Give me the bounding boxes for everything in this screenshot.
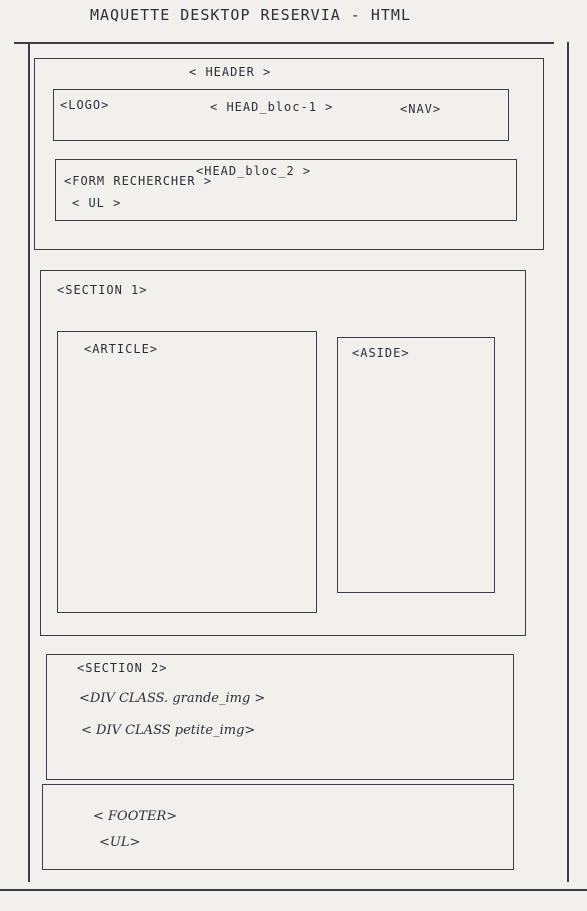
- section-1: <SECTION 1> <ARTICLE> <ASIDE>: [40, 270, 526, 636]
- header-block: < HEADER > <LOGO> < HEAD_bloc-1 > <NAV> …: [34, 58, 544, 250]
- header-label: < HEADER >: [189, 65, 272, 79]
- article-block: <ARTICLE>: [57, 331, 317, 613]
- nav-label: <NAV>: [400, 102, 442, 116]
- form-search-label: <FORM RECHERCHER >: [64, 174, 213, 188]
- div-grande-img-label: <DIV CLASS. grande_img >: [79, 691, 266, 706]
- head-bloc-1-label: < HEAD_bloc-1 >: [210, 100, 334, 114]
- article-label: <ARTICLE>: [84, 342, 159, 356]
- section-1-label: <SECTION 1>: [57, 283, 148, 297]
- head-bloc-1: <LOGO> < HEAD_bloc-1 > <NAV>: [53, 89, 509, 141]
- footer-label: < FOOTER>: [93, 809, 178, 824]
- aside-label: <ASIDE>: [352, 346, 410, 360]
- head-bloc-2-label: <HEAD_bloc_2 >: [196, 164, 312, 178]
- logo-label: <LOGO>: [60, 98, 110, 112]
- footer-block: < FOOTER> <UL>: [42, 784, 514, 870]
- page-title: MAQUETTE DESKTOP RESERVIA - HTML: [90, 6, 411, 24]
- section-2: <SECTION 2> <DIV CLASS. grande_img > < D…: [46, 654, 514, 780]
- outer-frame-bottom: [0, 889, 587, 891]
- div-petite-img-label: < DIV CLASS petite_img>: [81, 723, 256, 738]
- header-ul-label: < UL >: [72, 196, 122, 210]
- section-2-label: <SECTION 2>: [77, 661, 168, 675]
- aside-block: <ASIDE>: [337, 337, 495, 593]
- head-bloc-2: <HEAD_bloc_2 > <FORM RECHERCHER > < UL >: [55, 159, 517, 221]
- outer-frame-top: [14, 42, 554, 44]
- footer-ul-label: <UL>: [99, 835, 141, 850]
- outer-frame-left: [28, 42, 30, 882]
- outer-frame-right: [567, 42, 569, 882]
